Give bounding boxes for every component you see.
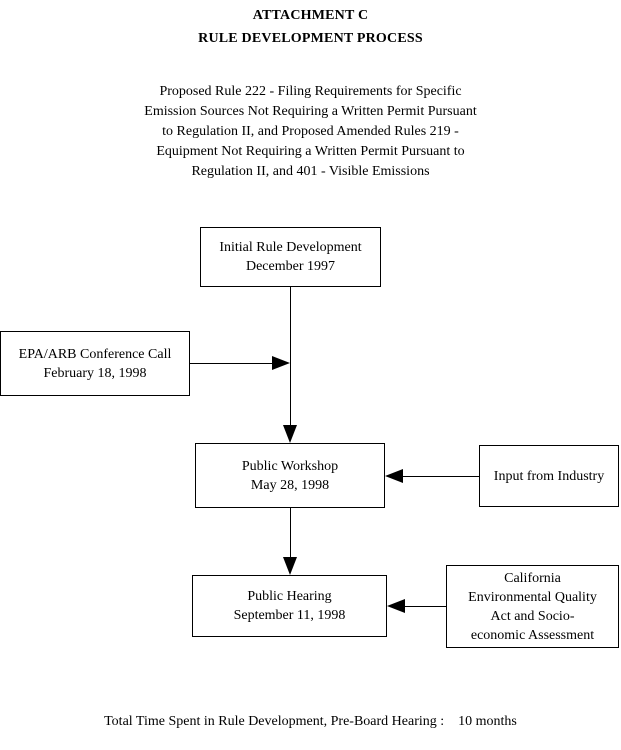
node-line: EPA/ARB Conference Call <box>18 346 172 362</box>
attachment-label: ATTACHMENT C <box>252 8 369 23</box>
node-line: California <box>504 570 561 586</box>
subtitle-line: Emission Sources Not Requiring a Written… <box>144 104 477 119</box>
flow-node-epa-arb-conference-call: EPA/ARB Conference Call February 18, 199… <box>0 331 190 396</box>
total-time-footer: Total Time Spent in Rule Development, Pr… <box>104 714 517 729</box>
arrowhead-left-icon <box>385 469 403 483</box>
flow-node-initial-rule-development: Initial Rule Development December 1997 <box>200 227 381 287</box>
page-title: RULE DEVELOPMENT PROCESS <box>198 31 423 46</box>
connector-initial-rule-to-public-workshop <box>290 287 291 425</box>
node-line: May 28, 1998 <box>250 477 330 493</box>
flow-node-input-from-industry: Input from Industry <box>479 445 619 507</box>
node-line: Public Workshop <box>241 458 339 474</box>
node-line: December 1997 <box>245 259 336 274</box>
arrowhead-down-icon <box>283 425 297 443</box>
node-line: economic Assessment <box>470 627 595 643</box>
subtitle-line: Regulation II, and 401 - Visible Emissio… <box>191 164 430 179</box>
node-line: Environmental Quality <box>468 589 597 605</box>
connector-public-workshop-to-public-hearing <box>290 508 291 557</box>
node-line: February 18, 1998 <box>43 365 147 381</box>
arrowhead-right-icon <box>272 356 290 370</box>
node-line: Input from Industry <box>493 468 605 484</box>
connector-ceqa-to-public-hearing <box>405 606 446 607</box>
node-line: September 11, 1998 <box>233 608 346 623</box>
node-line: Public Hearing <box>247 589 332 604</box>
subtitle-line: to Regulation II, and Proposed Amended R… <box>162 124 459 139</box>
subtitle-line: Proposed Rule 222 - Filing Requirements … <box>159 84 462 99</box>
connector-input-industry-to-public-workshop <box>403 476 479 477</box>
node-line: Act and Socio- <box>490 608 575 624</box>
subtitle-line: Equipment Not Requiring a Written Permit… <box>156 144 465 159</box>
flow-node-ceqa-socioeconomic-assessment: California Environmental Quality Act and… <box>446 565 619 648</box>
connector-epa-arb-to-trunk <box>190 363 272 364</box>
subtitle-paragraph: Proposed Rule 222 - Filing Requirements … <box>90 82 531 182</box>
node-line: Initial Rule Development <box>219 240 362 255</box>
flow-node-public-hearing: Public Hearing September 11, 1998 <box>192 575 387 637</box>
arrowhead-left-icon <box>387 599 405 613</box>
flow-node-public-workshop: Public Workshop May 28, 1998 <box>195 443 385 508</box>
arrowhead-down-icon <box>283 557 297 575</box>
